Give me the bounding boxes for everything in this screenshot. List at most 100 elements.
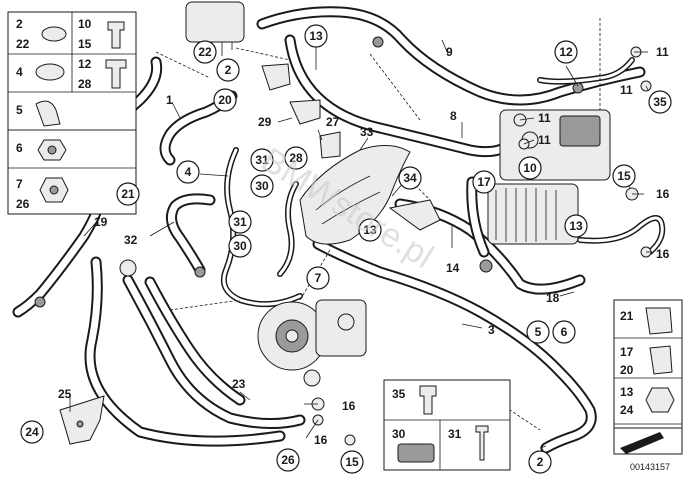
callout-15[interactable]: 15 (340, 450, 364, 474)
callout-12[interactable]: 12 (554, 40, 578, 64)
callout-13[interactable]: 13 (304, 24, 328, 48)
label-23[interactable]: 23 (232, 377, 246, 391)
callout-15[interactable]: 15 (612, 164, 636, 188)
callout-20[interactable]: 20 (213, 88, 237, 112)
legend-label: 20 (620, 363, 634, 377)
rubber-mount-icon (397, 443, 435, 463)
label-27[interactable]: 27 (326, 115, 340, 129)
label-16[interactable]: 16 (342, 399, 356, 413)
legend-label: 31 (448, 427, 462, 441)
callout-31[interactable]: 31 (228, 210, 252, 234)
callout-34[interactable]: 34 (398, 166, 422, 190)
legend-label: 21 (620, 309, 634, 323)
label-19[interactable]: 19 (94, 215, 108, 229)
callout-35[interactable]: 35 (648, 90, 672, 114)
label-16[interactable]: 16 (656, 187, 670, 201)
callout-6[interactable]: 6 (552, 320, 576, 344)
label-11[interactable]: 11 (538, 111, 551, 125)
steering-gear (487, 109, 611, 245)
fittings (34, 36, 652, 446)
callout-24[interactable]: 24 (20, 420, 44, 444)
legend-label: 17 (620, 345, 634, 359)
bolt-icon (105, 59, 127, 89)
legend-item-17-20: 17 20 (620, 345, 673, 377)
svg-text:13: 13 (309, 29, 323, 43)
callout-31[interactable]: 31 (250, 148, 274, 172)
svg-text:15: 15 (345, 455, 359, 469)
label-11[interactable]: 11 (620, 83, 633, 97)
svg-text:21: 21 (121, 187, 135, 201)
label-8[interactable]: 8 (450, 109, 457, 123)
legend-bottom: 35 30 31 (383, 379, 511, 471)
svg-text:4: 4 (185, 165, 192, 179)
legend-label: 4 (16, 65, 23, 79)
label-25[interactable]: 25 (58, 387, 72, 401)
legend-left: 2 22 10 15 4 12 28 5 6 7 26 (7, 11, 137, 215)
svg-text:28: 28 (289, 151, 303, 165)
callout-30[interactable]: 30 (228, 234, 252, 258)
label-33[interactable]: 33 (360, 125, 374, 139)
callout-28[interactable]: 28 (284, 146, 308, 170)
callout-13[interactable]: 13 (358, 218, 382, 242)
legend-item-35: 35 (392, 385, 437, 415)
label-18[interactable]: 18 (546, 291, 560, 305)
hose-clamp-icon (41, 26, 67, 42)
callout-13[interactable]: 13 (564, 214, 588, 238)
legend-item-21: 21 (620, 307, 673, 335)
label-1[interactable]: 1 (166, 93, 173, 107)
legend-label: 15 (78, 37, 92, 51)
callout-21[interactable]: 21 (116, 182, 140, 206)
label-32[interactable]: 32 (124, 233, 138, 247)
label-16[interactable]: 16 (314, 433, 328, 447)
callout-2[interactable]: 2 (216, 58, 240, 82)
callout-7[interactable]: 7 (306, 266, 330, 290)
bracket-small (261, 63, 441, 231)
legend-item-7-26: 7 26 (16, 177, 69, 211)
legend-item-5: 5 (16, 100, 61, 127)
legend-item-4: 4 (16, 63, 65, 81)
svg-text:35: 35 (653, 95, 667, 109)
label-14[interactable]: 14 (446, 261, 460, 275)
svg-text:13: 13 (569, 219, 583, 233)
label-3[interactable]: 3 (488, 323, 495, 337)
pipe-clip-icon (35, 100, 61, 127)
callout-26[interactable]: 26 (276, 448, 300, 472)
label-16[interactable]: 16 (656, 247, 670, 261)
legend-label: 22 (16, 37, 30, 51)
legend-label: 24 (620, 403, 634, 417)
heat-shield-33 (299, 145, 411, 245)
label-11[interactable]: 11 (538, 133, 551, 147)
svg-text:17: 17 (477, 175, 491, 189)
legend-label: 2 (16, 17, 23, 31)
callout-22[interactable]: 22 (193, 40, 217, 64)
svg-text:12: 12 (559, 45, 573, 59)
svg-text:31: 31 (233, 215, 247, 229)
legend-item-10-15: 10 15 (78, 17, 125, 51)
hose-holder-icon (645, 307, 673, 335)
legend-item-30: 30 (392, 427, 435, 463)
legend-label: 35 (392, 387, 406, 401)
callout-30[interactable]: 30 (250, 174, 274, 198)
callout-10[interactable]: 10 (518, 156, 542, 180)
legend-label: 12 (78, 57, 92, 71)
legend-right: 21 17 20 13 24 (613, 299, 683, 455)
legend-item-31: 31 (448, 425, 489, 461)
callout-4[interactable]: 4 (176, 160, 200, 184)
svg-text:34: 34 (403, 171, 417, 185)
callout-5[interactable]: 5 (526, 320, 550, 344)
label-9[interactable]: 9 (446, 45, 453, 59)
label-11[interactable]: 11 (656, 45, 669, 59)
callout-2[interactable]: 2 (528, 450, 552, 474)
plain-labels: 9 11 11 1 8 11 11 29 27 33 16 19 32 14 1… (58, 45, 670, 447)
screw-icon (475, 425, 489, 461)
callout-17[interactable]: 17 (472, 170, 496, 194)
svg-text:13: 13 (363, 223, 377, 237)
legend-item-13-24: 13 24 (620, 385, 675, 417)
legend-label: 13 (620, 385, 634, 399)
hollow-bolt-icon (419, 385, 437, 415)
svg-text:26: 26 (281, 453, 295, 467)
label-29[interactable]: 29 (258, 115, 272, 129)
svg-text:5: 5 (535, 325, 542, 339)
legend-label: 6 (16, 141, 23, 155)
